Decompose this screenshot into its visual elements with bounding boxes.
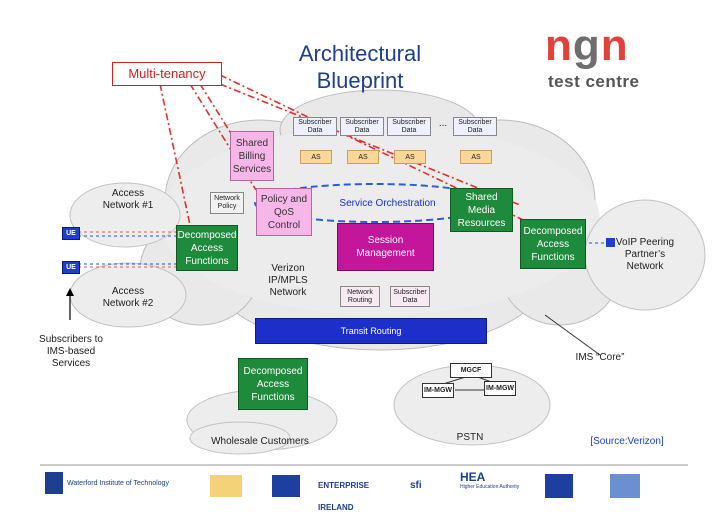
- ue-box-2: UE: [62, 261, 80, 274]
- as-box-2: AS: [347, 150, 379, 164]
- logo-subtitle: test centre: [548, 72, 640, 91]
- as-box-4: AS: [460, 150, 492, 164]
- ims-core-label: IMS “Core”: [575, 352, 625, 363]
- ue-box-1: UE: [62, 227, 80, 240]
- flag-logo-1: [210, 475, 242, 497]
- decomposed-access-left: Decomposed Access Functions: [176, 225, 238, 271]
- logo-letter-n1: n: [545, 21, 573, 70]
- decomposed-access-bottom: Decomposed Access Functions: [238, 358, 308, 410]
- title-line-1: Architectural: [298, 41, 422, 66]
- ellipsis: ...: [438, 118, 448, 129]
- decomposed-access-right: Decomposed Access Functions: [520, 219, 586, 269]
- service-orchestration-label: Service Orchestration: [339, 198, 436, 209]
- pstn-label: PSTN: [456, 432, 484, 443]
- ue-connectors: [78, 231, 178, 268]
- subscriber-data-box-5: Subscriber Data: [390, 286, 430, 307]
- im-mgw-box-2: IM-MGW: [484, 381, 516, 396]
- policy-qos-control: Policy and QoS Control: [256, 188, 312, 236]
- shared-media-resources: Shared Media Resources: [450, 188, 513, 232]
- sfi-logo: sfi: [410, 480, 422, 491]
- source-citation: [Source:Verizon]: [590, 436, 664, 447]
- voip-endpoint: [606, 238, 615, 247]
- verizon-network-label: Verizon IP/MPLS Network: [268, 263, 308, 298]
- subscribers-label: Subscribers to IMS-based Services: [39, 334, 103, 369]
- subscriber-data-box-1: Subscriber Data: [293, 117, 337, 136]
- access-network-2: Access Network #2: [102, 286, 154, 309]
- subscriber-data-box-4: Subscriber Data: [453, 117, 497, 136]
- im-mgw-box-1: IM-MGW: [422, 383, 454, 398]
- crest-icon: [45, 472, 63, 494]
- session-management: Session Management: [337, 223, 434, 271]
- partner-logo-2: [610, 474, 640, 498]
- partner-logo-1: [545, 474, 573, 498]
- transit-routing: Transit Routing: [255, 318, 487, 344]
- title-line-2: Blueprint: [316, 68, 404, 93]
- eu-flag-icon: [272, 475, 300, 497]
- as-box-1: AS: [300, 150, 332, 164]
- page-title: Architectural Blueprint: [255, 40, 465, 94]
- enterprise-ireland-logo: ENTERPRISE IRELAND: [318, 481, 370, 512]
- mgcf-box: MGCF: [450, 363, 492, 378]
- shared-billing-services: Shared Billing Services: [230, 131, 274, 181]
- hea-logo: HEA Higher Education Authority: [460, 470, 520, 490]
- wholesale-customers-label: Wholesale Customers: [211, 436, 309, 447]
- subscriber-data-box-3: Subscriber Data: [387, 117, 431, 136]
- wit-logo: Waterford Institute of Technology: [45, 472, 185, 502]
- network-routing-box: Network Routing: [340, 286, 380, 307]
- network-policy-box: Network Policy: [210, 192, 244, 214]
- multi-tenancy-label: Multi-tenancy: [112, 62, 222, 86]
- access-cloud-1: [69, 182, 181, 248]
- access-network-1: Access Network #1: [102, 188, 154, 211]
- subscriber-data-box-2: Subscriber Data: [340, 117, 384, 136]
- as-box-3: AS: [394, 150, 426, 164]
- logo-letter-g: g: [572, 21, 601, 70]
- ngn-logo: ngn: [545, 24, 629, 68]
- voip-peering-label: VoIP Peering Partner’s Network: [615, 237, 675, 272]
- logo-letter-n2: n: [600, 21, 629, 70]
